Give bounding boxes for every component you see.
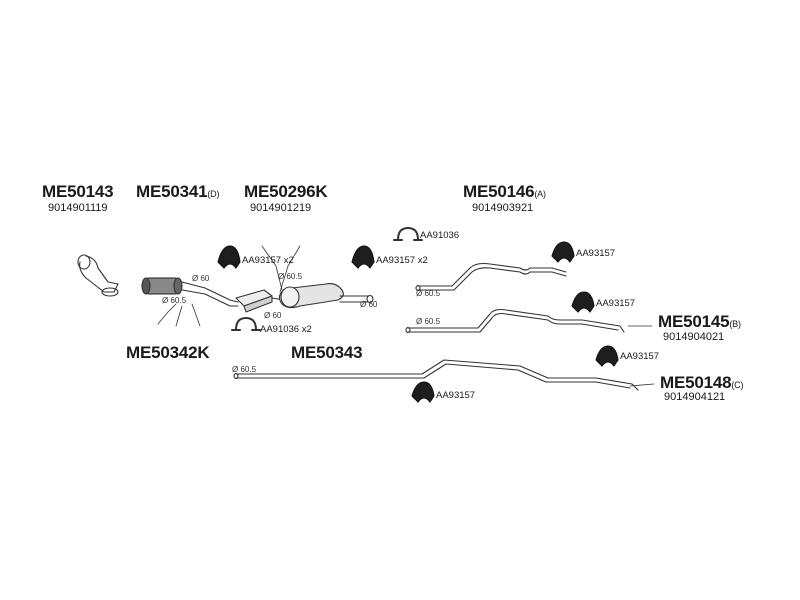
clamp-icon xyxy=(231,317,261,331)
clamp-icon xyxy=(393,227,423,241)
accessory-tag: AA93157 xyxy=(576,248,616,259)
oem-number-me50145: 9014904021 xyxy=(663,331,725,343)
diameter-label: Ø 60.5 xyxy=(162,296,187,305)
rubber-hanger-icon xyxy=(351,245,375,269)
tailpipe-c-drawing xyxy=(233,359,639,391)
diameter-label: Ø 60 xyxy=(192,274,210,283)
rubber-hanger-icon xyxy=(411,381,435,403)
rubber-hanger-icon xyxy=(217,245,241,269)
diameter-label: Ø 60 xyxy=(264,311,282,320)
tailpipe-a-drawing xyxy=(415,262,567,292)
part-label-me50341: ME50341(D) xyxy=(136,182,220,201)
part-label-me50146: ME50146(A) xyxy=(463,182,546,201)
diameter-label: Ø 60.5 xyxy=(278,272,303,281)
rubber-hanger-icon xyxy=(595,345,619,367)
diameter-label: Ø 60 xyxy=(360,300,378,309)
part-label-me50296k: ME50296K xyxy=(244,182,328,201)
accessory-tag: AA91036 xyxy=(420,230,460,241)
part-label-me50342k: ME50342K xyxy=(126,343,210,362)
diameter-label: Ø 60.5 xyxy=(416,289,441,298)
diameter-label: Ø 60.5 xyxy=(232,365,257,374)
oem-number-me50296k: 9014901219 xyxy=(250,202,312,214)
oem-number-me50146: 9014903921 xyxy=(472,202,534,214)
tailpipe-b-drawing xyxy=(405,308,625,334)
part-label-me50143: ME50143 xyxy=(42,182,114,201)
part-label-me50343: ME50343 xyxy=(291,343,363,362)
part-label-me50148: ME50148(C) xyxy=(660,373,744,392)
accessory-tag: AA93157 x2 xyxy=(242,255,294,266)
front-downpipe-drawing xyxy=(77,254,119,297)
leader-lines xyxy=(157,245,655,387)
main-silencer-drawing xyxy=(278,283,374,309)
rubber-hanger-icon xyxy=(551,241,575,263)
accessory-tag: AA93157 xyxy=(436,390,476,401)
oem-number-me50143: 9014901119 xyxy=(48,202,108,214)
accessory-tag: AA93157 xyxy=(596,298,636,309)
rubber-hanger-icon xyxy=(571,291,595,313)
intermediate-silencer-drawing xyxy=(235,289,285,313)
accessory-tag: AA93157 xyxy=(620,351,660,362)
accessory-tag: AA93157 x2 xyxy=(376,255,428,266)
catalyst-section-drawing xyxy=(141,277,239,307)
diameter-label: Ø 60.5 xyxy=(416,317,441,326)
part-label-me50145: ME50145(B) xyxy=(658,312,741,331)
oem-number-me50148: 9014904121 xyxy=(664,391,726,403)
accessory-tag: AA91036 x2 xyxy=(260,324,312,335)
